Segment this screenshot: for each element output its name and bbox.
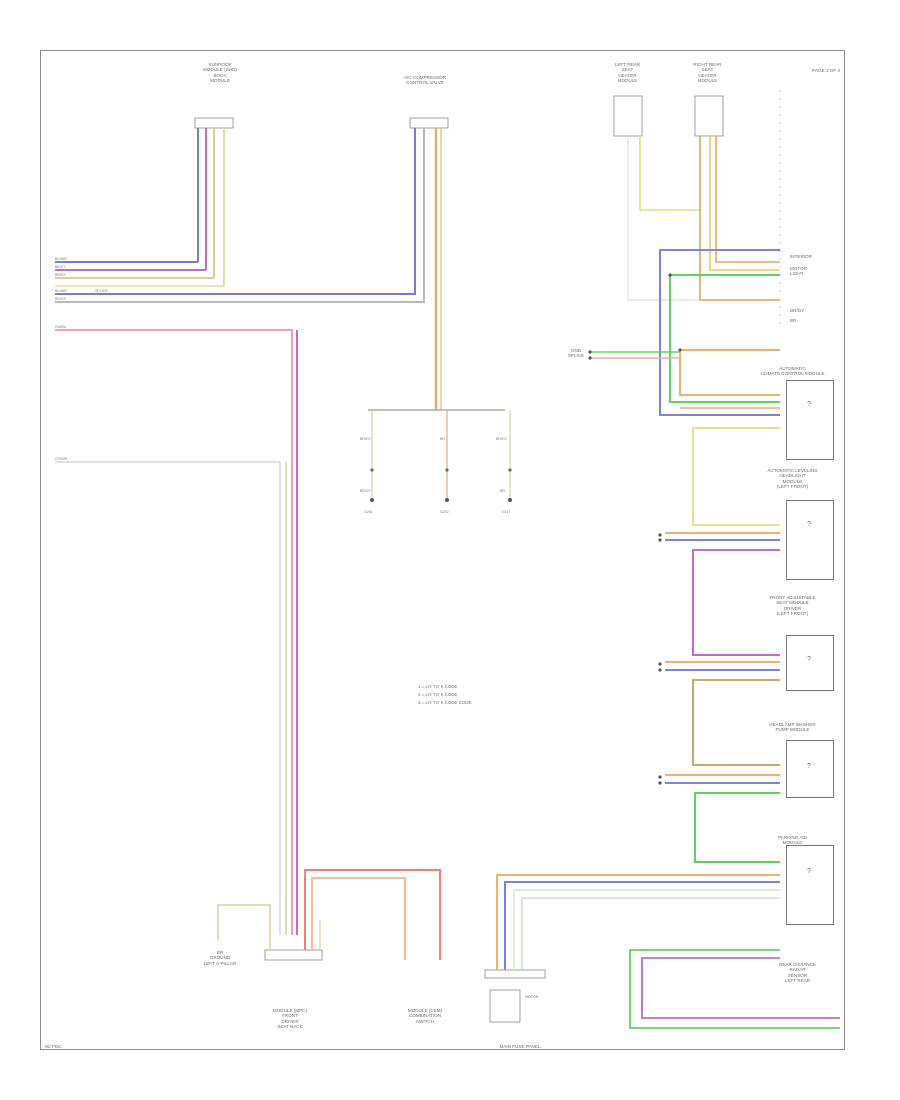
bottom-far-right-label: REAR DISTANCE RADAR SENSOR LEFT REAR — [779, 962, 816, 984]
module-leveling-headlight: ? — [786, 500, 834, 580]
center-note-2: 2 = LH: TO K CODE — [418, 692, 458, 697]
module-climate-control: ? — [786, 380, 834, 460]
wire-note-4: SPLICE — [95, 289, 108, 293]
bottom-mid-label: MODULE (CEM) COMBINATION SWITCH — [407, 1008, 443, 1024]
wire-tag-7: GY/WH — [55, 457, 68, 461]
wire-tag-4: BU/WH — [55, 289, 67, 293]
ground-branch-tag-3: BR/GY — [496, 437, 508, 441]
bottom-left-label: MODULE (MPC) FRONT DRIVER SEAT BACK — [272, 1008, 308, 1030]
diode-label: GND SPLICE — [567, 348, 585, 359]
center-note-3: 3 = LH: TO K CODE CODE — [418, 700, 472, 705]
component-right-rear-seat-heater: RIGHT REAR SEAT HEATER MODULE — [693, 62, 722, 84]
ground-G202: G202 — [440, 510, 449, 514]
motor-label: MOTOR — [525, 995, 539, 999]
diagram-frame — [40, 50, 845, 1050]
right-top-label-2: MOTOR LIGHT — [790, 266, 808, 277]
ground-G201: G201 — [364, 510, 373, 514]
module-label-2: AUTOMATIC LEVELING HEADLIGHT MODULE (LEF… — [767, 468, 818, 490]
module-adjustable-seat: ? — [786, 635, 834, 691]
ground-left-label: BR GROUND LEFT A-PILLAR — [203, 950, 237, 966]
ground-G117: G117 — [502, 510, 511, 514]
ground-branch-tag-1b: BR/GY — [360, 489, 372, 493]
top-right-connectors — [613, 90, 781, 330]
center-note-1: 1 = LH: TO K CODE — [418, 684, 458, 689]
right-top-label-1: INTERIOR — [790, 254, 812, 259]
wire-tag-1: BU/WH — [55, 257, 67, 261]
bottom-middle-connector — [484, 874, 780, 1023]
module-headlamp-washer: ? — [786, 740, 834, 798]
footer-code: W/ PDC — [45, 1044, 62, 1049]
ground-bus — [368, 409, 512, 502]
top-middle-connector — [55, 117, 449, 410]
right-harness — [590, 249, 840, 1029]
component-ac-compressor: A/C COMPRESSOR CONTROL VALVE — [403, 75, 447, 86]
right-top-label-3: BR/GY — [790, 308, 805, 313]
module-label-3: FRONT ADJUSTABLE SEAT MODULE DRIVER (LEF… — [769, 595, 816, 617]
component-sunroof-module: SUNROOF MODULE (SHD) BODY MODULE — [203, 62, 237, 84]
module-label-5: PARKING AID MODULE — [777, 835, 807, 846]
top-left-connector — [55, 117, 234, 287]
left-long-wires — [55, 329, 298, 935]
wire-tag-3: BR/GY — [55, 273, 67, 277]
ground-branch-tag-3b: BR — [500, 489, 505, 493]
ground-branch-tag-2: BR — [440, 437, 445, 441]
wire-tag-2: BK/VT — [55, 265, 66, 269]
right-top-label-4: BR — [790, 318, 797, 323]
wire-tag-6: RD/BU — [55, 325, 67, 329]
ground-branch-tag-1: BR/GY — [360, 437, 372, 441]
wire-tag-5: BR/GY — [55, 297, 67, 301]
bottom-right-label: MAIN FUSE PANEL — [499, 1044, 541, 1049]
component-left-rear-seat-heater: LEFT REAR SEAT HEATER MODULE — [614, 62, 641, 84]
module-label-4: HEADLAMP WASHER PUMP MODULE — [769, 722, 816, 733]
bottom-left-connector — [217, 869, 441, 961]
module-parking-aid: ? — [786, 845, 834, 925]
module-label-1: AUTOMATIC CLIMATE CONTROL MODULE — [760, 366, 825, 377]
page-indicator: PAGE 3 OF 3 — [812, 68, 840, 73]
